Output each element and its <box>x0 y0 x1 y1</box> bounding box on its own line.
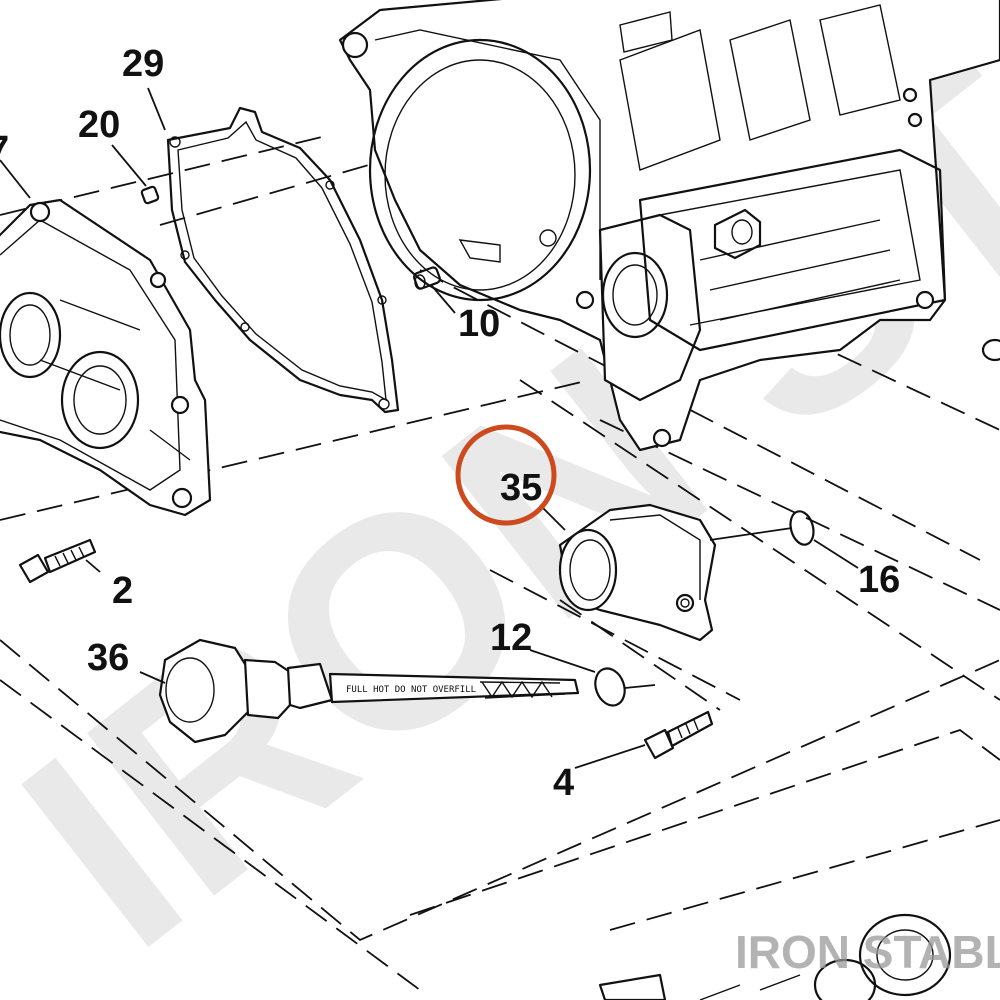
part-edge-fitting <box>981 338 1000 362</box>
callout-10: 10 <box>458 303 500 345</box>
part-fitting-35 <box>558 503 717 642</box>
callout-20: 20 <box>78 104 120 146</box>
part-dowel-pin-20 <box>140 185 160 205</box>
part-crankcase <box>338 0 1000 452</box>
callout-7: 7 <box>0 129 9 171</box>
callout-35: 35 <box>500 467 542 509</box>
part-bottom-bearing <box>598 913 952 1000</box>
callout-12: 12 <box>490 617 532 659</box>
leader-lines <box>0 87 859 769</box>
part-o-ring-12 <box>594 667 626 707</box>
callout-4: 4 <box>553 762 574 804</box>
callout-29: 29 <box>122 43 164 85</box>
callout-36: 36 <box>87 637 129 679</box>
highlight-circle <box>455 424 557 526</box>
part-o-ring-16 <box>789 510 815 546</box>
dipstick-marking: FULL HOT DO NOT OVERFILL <box>346 685 476 695</box>
part-cam-housing <box>0 198 212 517</box>
callout-2: 2 <box>112 570 133 612</box>
part-bolt-2 <box>18 538 97 584</box>
callout-16: 16 <box>858 559 900 601</box>
part-gasket <box>166 106 400 414</box>
assembly-guide-lines <box>0 109 1000 991</box>
part-bolt-4 <box>643 710 714 760</box>
corner-watermark: IRON STABLE <box>735 926 1000 978</box>
part-dipstick-36: FULL HOT DO NOT OVERFILL <box>158 638 580 744</box>
